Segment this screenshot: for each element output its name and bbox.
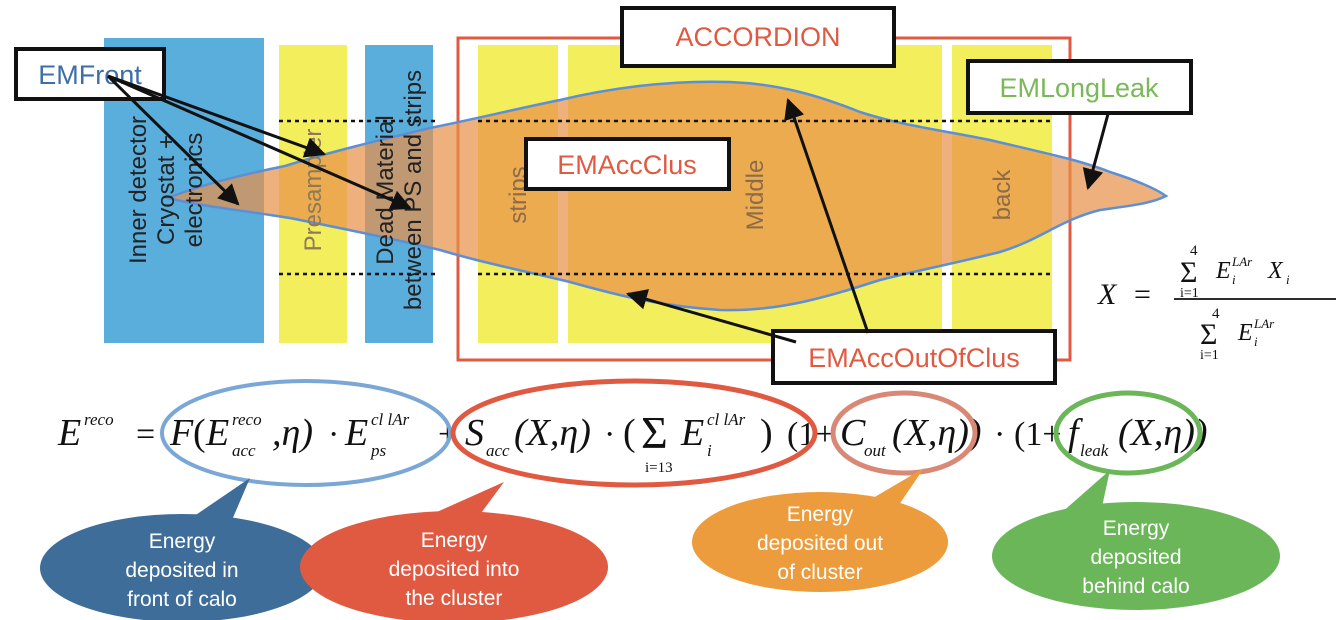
x-formula-num-term: E <box>1215 258 1231 284</box>
formula-close2: ) <box>760 412 773 454</box>
emaccoutofclus-box-label: EMAccOutOfClus <box>808 343 1020 373</box>
formula-eps-sup: cl lAr <box>371 410 410 429</box>
x-formula-num-sum-top: 4 <box>1190 243 1198 259</box>
bubble-front-line2: deposited in <box>125 559 238 582</box>
formula-c-args: (X,η)) <box>892 412 982 454</box>
emlongleak-box: EMLongLeak <box>966 59 1193 115</box>
arrow-outofclus-to-bottom <box>625 289 797 344</box>
x-formula-lhs: X <box>1097 278 1118 311</box>
bubble-behind: Energy deposited behind calo <box>992 470 1280 610</box>
bubble-behind-line3: behind calo <box>1082 575 1189 598</box>
formula-eacc-sup: reco <box>232 410 262 429</box>
cluster-term-highlight <box>450 378 818 488</box>
x-formula-den-sub: i <box>1254 334 1258 349</box>
bubble-behind-line1: Energy <box>1103 517 1170 540</box>
formula-dot1: · <box>328 416 339 453</box>
formula-eq: = <box>136 416 155 453</box>
formula-s-sub: acc <box>486 441 510 460</box>
arrow-emfront-to-presampler <box>107 74 326 158</box>
x-formula-num-x-sub: i <box>1286 272 1290 287</box>
arrow-outofclus-to-top <box>784 98 870 334</box>
formula-eps: E <box>344 412 368 454</box>
inner-detector-label-line2: Cryostat + <box>153 135 180 245</box>
formula-ei: E <box>680 412 704 454</box>
x-formula-eq: = <box>1134 278 1151 311</box>
formula-eps-sub: ps <box>370 441 387 460</box>
x-formula-num-sum-bottom: i=1 <box>1180 286 1199 301</box>
main-formula: E reco = F ( E reco acc ,η) · E cl lAr p… <box>57 407 1208 476</box>
formula-f: F <box>169 412 194 454</box>
bubble-cluster-line1: Energy <box>421 529 488 552</box>
formula-dot2: · <box>604 416 615 453</box>
x-formula-den-term: E <box>1237 320 1253 346</box>
front-term-highlight <box>160 379 452 487</box>
formula-e: E <box>57 412 81 454</box>
back-label: back <box>989 169 1016 221</box>
formula-sum: Σ <box>641 407 668 458</box>
emlongleak-box-label: EMLongLeak <box>999 73 1159 103</box>
arrow-longleak-to-tail <box>1082 113 1110 191</box>
formula-eacc: E <box>205 412 229 454</box>
bubble-outof-line1: Energy <box>787 503 854 526</box>
formula-comma-eta1: ,η) <box>272 412 313 454</box>
middle-label: Middle <box>742 160 769 231</box>
x-formula-den-sum-top: 4 <box>1212 306 1220 322</box>
x-formula-den-sum: Σ <box>1200 318 1217 351</box>
formula-ei-sup: cl lAr <box>707 410 746 429</box>
formula-f-leak-sub: leak <box>1080 441 1109 460</box>
x-formula-den-sum-bottom: i=1 <box>1200 348 1219 363</box>
x-formula-den-sup: LAr <box>1253 316 1275 331</box>
x-formula-num-sum: Σ <box>1180 256 1197 289</box>
bubble-outof-line3: of cluster <box>777 561 862 584</box>
bubble-outof: Energy deposited out of cluster <box>692 468 948 592</box>
arrow-emfront-to-inner <box>106 74 240 206</box>
formula-sum-sub: i=13 <box>645 460 673 476</box>
bubble-cluster-line2: deposited into <box>389 558 520 581</box>
dead-material-label-line1: Dead Material <box>372 115 399 264</box>
formula-c: C <box>840 412 866 454</box>
formula-ei-sub: i <box>707 441 712 460</box>
arrow-emfront-to-deadmaterial <box>107 74 412 211</box>
shower-profile <box>163 80 1169 312</box>
bubble-cluster-line3: the cluster <box>406 587 503 610</box>
inner-detector-label: Inner detector Cryostat + electronics <box>125 116 208 264</box>
formula-c-sub: out <box>864 441 887 460</box>
dead-material-label: Dead Material between PS and strips <box>372 70 427 310</box>
behind-term-highlight <box>1053 390 1203 476</box>
emaccclus-box-label: EMAccClus <box>557 150 697 180</box>
x-formula: X = 4 Σ i=1 E LAr i X i 4 Σ i=1 E LAr i <box>1097 243 1336 363</box>
bubble-front-line1: Energy <box>149 530 216 553</box>
x-formula-num-sup: LAr <box>1231 254 1253 269</box>
bubble-front-line3: front of calo <box>127 588 237 611</box>
formula-eacc-sub: acc <box>232 441 256 460</box>
bubble-cluster: Energy deposited into the cluster <box>300 482 608 620</box>
outof-term-highlight <box>830 390 978 476</box>
bubble-outof-line2: deposited out <box>757 532 883 555</box>
emaccoutofclus-box: EMAccOutOfClus <box>771 329 1057 385</box>
accordion-box-label: ACCORDION <box>675 22 840 52</box>
formula-s-args: (X,η) <box>514 412 591 454</box>
formula-e-sup: reco <box>84 410 114 429</box>
x-formula-num-sub: i <box>1232 272 1236 287</box>
inner-detector-label-line1: Inner detector <box>125 116 152 264</box>
dead-material-label-line2: between PS and strips <box>400 70 427 310</box>
formula-open1: ( <box>193 412 206 454</box>
x-formula-num-x: X <box>1267 258 1284 284</box>
bubble-behind-line2: deposited <box>1090 546 1181 569</box>
formula-dot3: · <box>994 416 1005 453</box>
accordion-box: ACCORDION <box>620 6 896 68</box>
formula-s: S <box>465 412 484 454</box>
bubble-front: Energy deposited in front of calo <box>40 478 324 620</box>
formula-open2: ( <box>623 412 636 454</box>
emaccclus-box: EMAccClus <box>524 137 731 191</box>
